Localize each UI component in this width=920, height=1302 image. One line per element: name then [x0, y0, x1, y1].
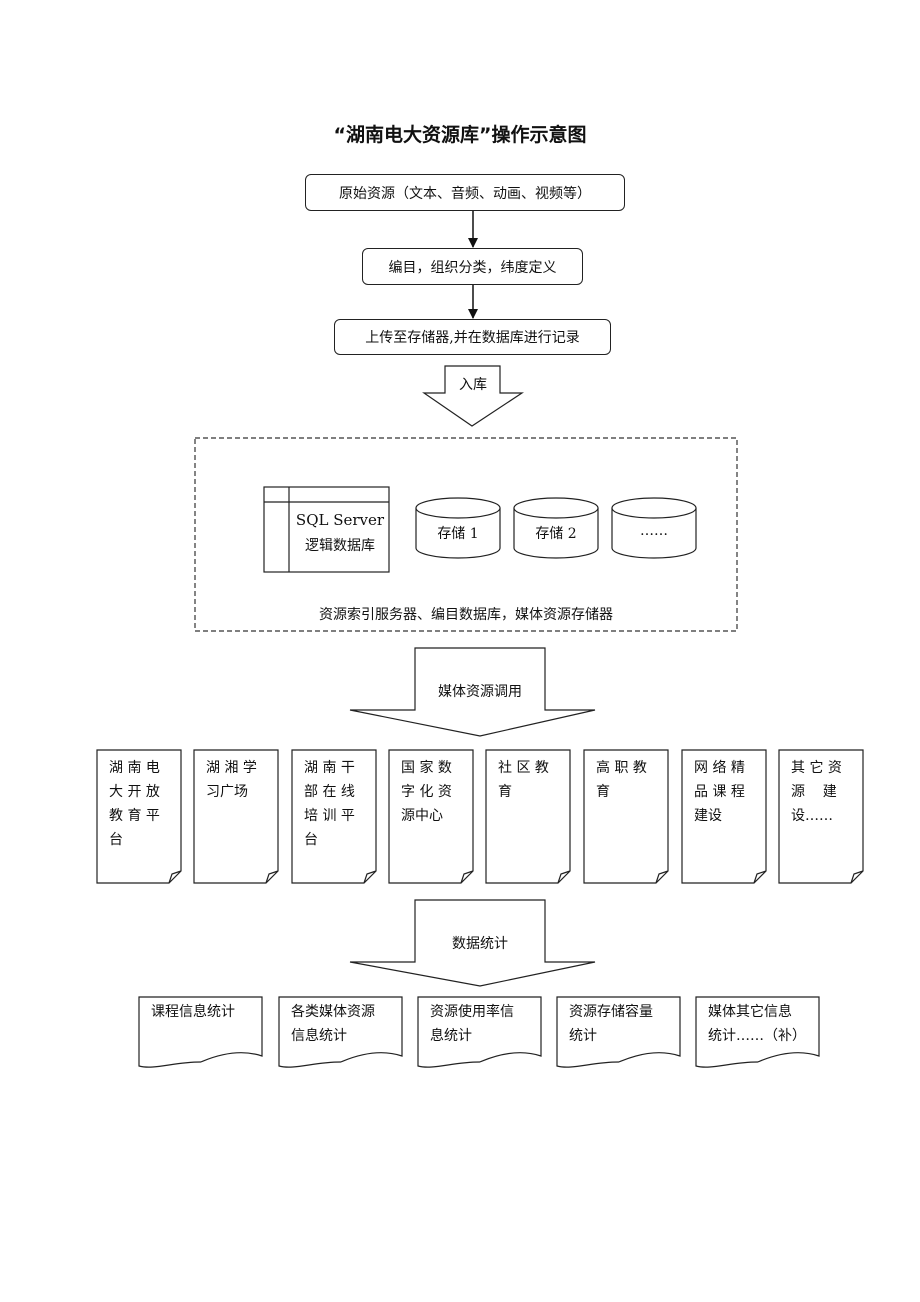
stats-card-shape — [556, 996, 681, 1068]
db-label-line2: 逻辑数据库 — [305, 538, 375, 554]
platform-card-label: 国 家 数 字 化 资 源中心 — [401, 760, 452, 824]
arrow-label-media-call: 媒体资源调用 — [438, 684, 522, 700]
stats-card-label: 媒体其它信息 统计……（补） — [708, 1004, 806, 1044]
block-arrow-ruku — [422, 365, 524, 427]
step-raw-resources: 原始资源（文本、音频、动画、视频等） — [305, 174, 625, 211]
platform-card-shape — [681, 749, 767, 884]
block-arrow-stats — [349, 899, 596, 987]
stats-card-shape — [417, 996, 542, 1068]
stats-card-label: 各类媒体资源 信息统计 — [291, 1004, 375, 1044]
page-title: “湖南电大资源库”操作示意图 — [333, 124, 587, 146]
platform-card-label: 湖 湘 学 习广场 — [206, 760, 257, 800]
stats-card-shape — [695, 996, 820, 1068]
storage-label-3: …… — [640, 523, 668, 539]
platform-card-shape — [193, 749, 279, 884]
block-arrow-media-call — [349, 647, 596, 737]
platform-card-label: 社 区 教 育 — [498, 760, 549, 800]
db-label-line1: SQL Server — [295, 511, 385, 529]
platform-card-shape — [96, 749, 182, 884]
platform-card-shape — [583, 749, 669, 884]
platform-card-label: 湖 南 干 部 在 线 培 训 平 台 — [304, 760, 355, 848]
platform-card-shape — [485, 749, 571, 884]
platform-card-label: 高 职 教 育 — [596, 760, 647, 800]
platform-card-label: 湖 南 电 大 开 放 教 育 平 台 — [109, 760, 160, 848]
stats-card-shape — [278, 996, 403, 1068]
database-table-icon — [263, 486, 390, 573]
platform-card-label: 网 络 精 品 课 程 建设 — [694, 760, 745, 824]
stats-card-shape — [138, 996, 263, 1068]
step-cataloging: 编目，组织分类，纬度定义 — [362, 248, 583, 285]
storage-cylinder-1-icon — [415, 497, 501, 559]
platform-card-shape — [388, 749, 474, 884]
storage-label-1: 存储 1 — [437, 526, 479, 542]
storage-cylinder-2-icon — [513, 497, 599, 559]
storage-cylinder-3-icon — [611, 497, 697, 559]
platform-card-label: 其 它 资 源 建 设…… — [791, 760, 842, 824]
stats-card-label: 资源存储容量 统计 — [569, 1004, 653, 1044]
server-area-caption: 资源索引服务器、编目数据库，媒体资源存储器 — [319, 607, 613, 623]
arrow-label-ruku: 入库 — [459, 377, 487, 393]
storage-label-2: 存储 2 — [535, 526, 577, 542]
stats-card-label: 资源使用率信 息统计 — [430, 1004, 514, 1044]
step-upload: 上传至存储器,并在数据库进行记录 — [334, 319, 611, 355]
arrow-label-stats: 数据统计 — [452, 936, 508, 952]
platform-card-shape — [291, 749, 377, 884]
stats-card-label: 课程信息统计 — [151, 1004, 235, 1020]
platform-card-shape — [778, 749, 864, 884]
